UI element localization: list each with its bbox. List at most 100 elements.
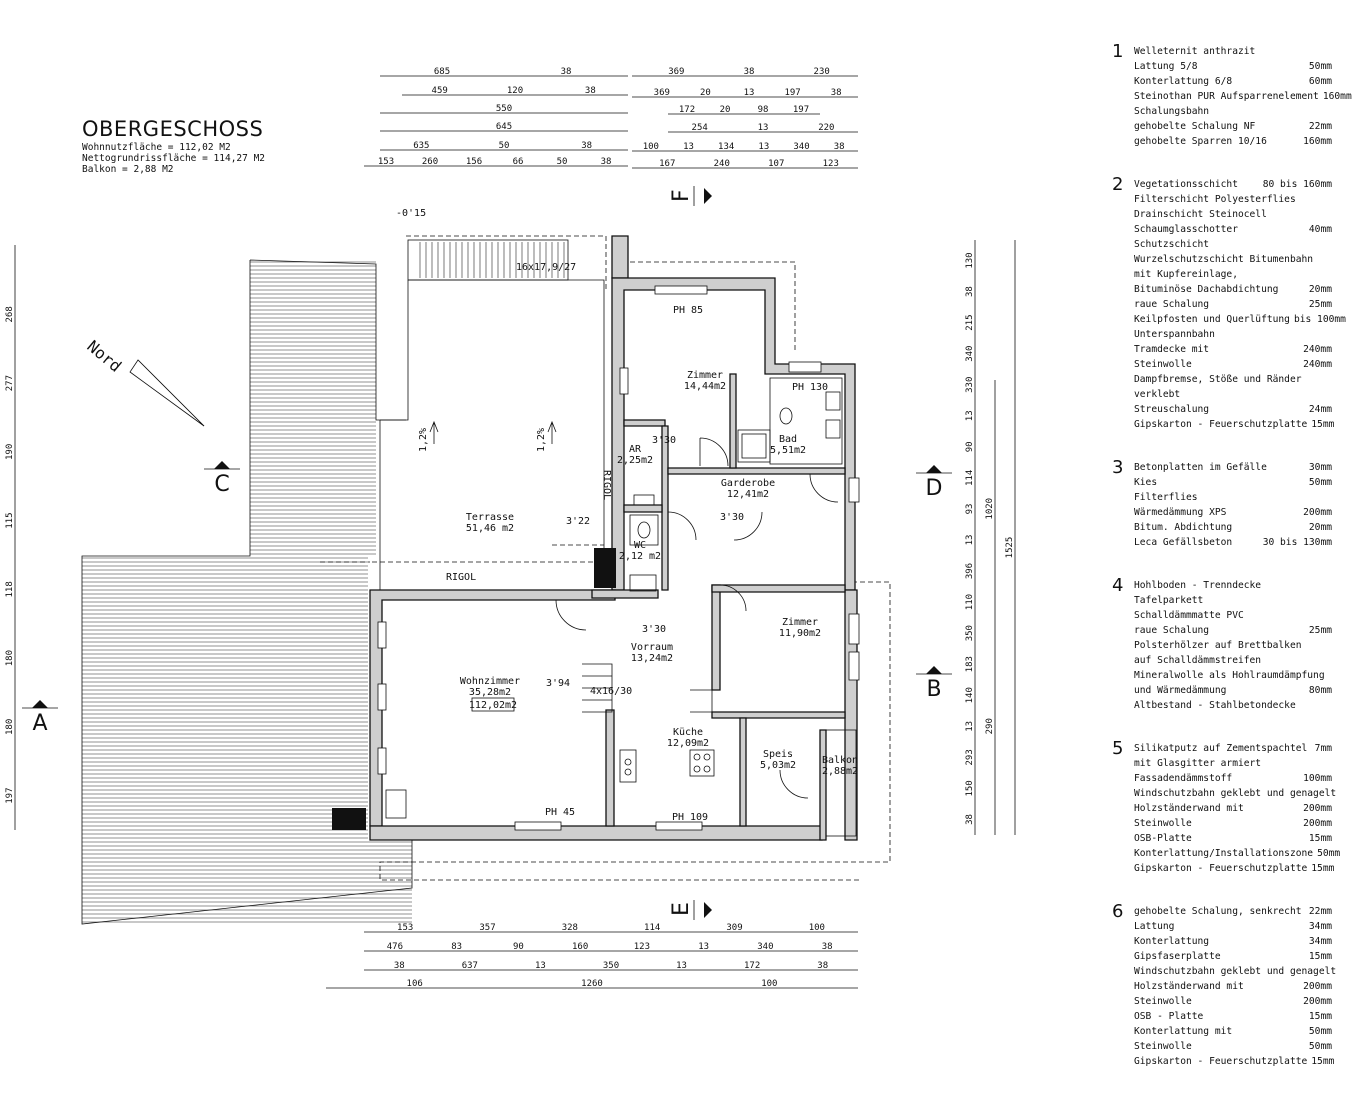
left-dim-4: 118 [5, 581, 15, 597]
top-dim-5a-2: 38 [581, 141, 592, 151]
top-dim-6b-0: 167 [659, 159, 675, 169]
top-dim-3b-1: 20 [720, 105, 731, 115]
legend-layer-name: Unterspannbahn [1134, 329, 1215, 340]
legend-row: Mineralwolle als Hohlraumdämpfung [1134, 668, 1332, 683]
bottom-dim-3-0: 38 [394, 961, 405, 971]
legend-layer-thickness: 50mm [1308, 1041, 1332, 1052]
section-letter-B: B [926, 677, 941, 702]
right-dim-2-0: 1020 [985, 498, 995, 520]
legend-layer-thickness [1328, 387, 1332, 402]
top-dim-2b-4: 38 [831, 88, 842, 98]
legend-layer-name: Altbestand - Stahlbetondecke [1134, 700, 1296, 711]
legend-row: Windschutzbahn geklebt und genagelt [1134, 964, 1336, 979]
top-dim-5b-0: 100 [643, 142, 659, 152]
terrace-outline [320, 235, 607, 590]
legend-layer-thickness: 60mm [1308, 76, 1332, 87]
legend-layer-thickness: 15mm [1311, 1056, 1335, 1067]
legend-layer-thickness: 25mm [1308, 625, 1332, 636]
legend-layer-name: Bitum. Abdichtung [1134, 522, 1233, 533]
top-dim-5b-3: 13 [758, 142, 769, 152]
room-area-bad: 5,51m2 [770, 445, 806, 456]
legend-layer-name: Silikatputz auf Zementspachtel [1134, 743, 1308, 754]
left-dim-2: 190 [5, 444, 15, 460]
top-dim-3b-2: 98 [758, 105, 769, 115]
meta-balcony-area: Balkon = 2,88 M2 [82, 164, 174, 175]
right-dim-1-3: 340 [965, 346, 975, 362]
bottom-dim-3-3: 350 [603, 961, 619, 971]
bottom-dim-1-1: 357 [479, 923, 495, 933]
bottom-dim-4-1: 1260 [581, 979, 603, 989]
bottom-dim-2-1: 83 [451, 942, 462, 952]
right-dim-2-1: 290 [985, 718, 995, 734]
top-dim-5b-2: 134 [718, 142, 734, 152]
window-label-1: PH 130 [792, 382, 828, 393]
legend-layer-name: Konterlattung 6/8 [1134, 76, 1233, 87]
bottom-dim-2-7: 38 [822, 942, 833, 952]
top-dim-1a-0: 685 [434, 67, 450, 77]
room-name-zimmer1: Zimmer [687, 370, 723, 381]
legend-layer-name: Konterlattung/Installationszone [1134, 848, 1314, 859]
level-mark-4: 3'94 [546, 678, 570, 689]
legend-layer-name: Holzständerwand mit [1134, 803, 1244, 814]
legend-row: Schutzschicht [1134, 237, 1332, 252]
legend-layer-name: Konterlattung [1134, 936, 1210, 947]
room-name-wc: WC [634, 540, 646, 551]
bottom-dim-3-1: 637 [462, 961, 478, 971]
legend-row: Filterflies [1134, 490, 1332, 505]
room-area-terrasse: 51,46 m2 [466, 523, 514, 534]
right-dim-1-9: 13 [965, 535, 975, 546]
top-dim-6b-2: 107 [768, 159, 784, 169]
legend-layer-name: Steinwolle [1134, 359, 1192, 370]
legend-layer-name: raue Schalung [1134, 625, 1210, 636]
legend-row: Dampfbremse, Stöße und Ränder [1134, 372, 1332, 387]
top-dim-3b-0: 172 [679, 105, 695, 115]
room-area-vorraum: 13,24m2 [631, 653, 673, 664]
level-mark-1: 3'30 [720, 512, 744, 523]
room-area-wohnzimmer: 35,28m2 [469, 687, 511, 698]
legend-layer-thickness: 15mm [1311, 863, 1335, 874]
legend-row: auf Schalldämmstreifen [1134, 653, 1332, 668]
bottom-dim-4-2: 100 [761, 979, 777, 989]
legend-layer-thickness: 24mm [1308, 404, 1332, 415]
top-dim-5b-1: 13 [683, 142, 694, 152]
left-dim-5: 180 [5, 650, 15, 666]
top-dim-1b-2: 230 [814, 67, 830, 77]
legend-layer-name: Streuschalung [1134, 404, 1210, 415]
legend-layer-name: OSB - Platte [1134, 1011, 1204, 1022]
bottom-dim-1-4: 309 [726, 923, 742, 933]
legend-layer-name: Wurzelschutzschicht Bitumenbahn [1134, 254, 1314, 265]
north-label: Nord [83, 337, 125, 376]
top-dim-4b-2: 220 [818, 123, 834, 133]
legend-layer-name: Tramdecke mit [1134, 344, 1210, 355]
legend-layer-name: gehobelte Schalung NF [1134, 121, 1256, 132]
right-dim-1-2: 215 [965, 314, 975, 330]
walls [332, 235, 858, 841]
legend-layer-name: Schalungsbahn [1134, 106, 1210, 117]
legend-number-1: 1 [1112, 41, 1124, 62]
legend-layer-thickness: 34mm [1308, 921, 1332, 932]
legend-layer-name: Steinothan PUR Aufsparrenelement [1134, 91, 1319, 102]
top-dim-2b-0: 369 [654, 88, 670, 98]
section-letter-E: E [669, 902, 694, 916]
legend-layer-thickness [1328, 593, 1332, 608]
legend-layer-name: Drainschicht Steinocell [1134, 209, 1267, 220]
legend-layer-name: Schalldämmmatte PVC [1134, 610, 1244, 621]
legend-layer-thickness: 15mm [1308, 833, 1332, 844]
terrace-stair [419, 242, 565, 278]
